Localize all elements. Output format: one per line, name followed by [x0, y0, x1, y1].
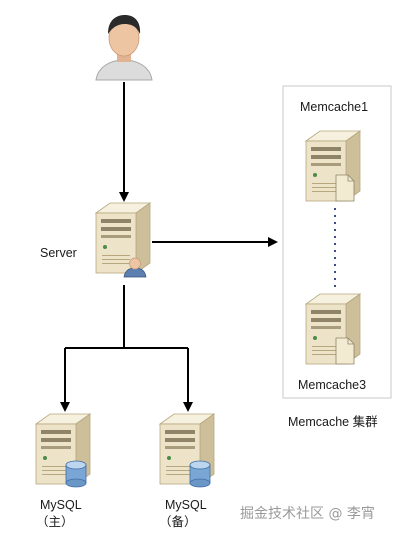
document-icon [335, 337, 355, 365]
mysql-master-label: MySQL [40, 498, 82, 512]
memcache-top-label: Memcache1 [300, 100, 368, 114]
mysql-slave-server-icon [159, 413, 215, 488]
memcache-bottom-server-icon [305, 293, 361, 365]
memcache-cluster-label: Memcache 集群 [288, 414, 378, 429]
user-badge-icon [123, 257, 147, 278]
mysql-master-sublabel: （主） [36, 515, 74, 529]
mysql-master-server-icon [35, 413, 91, 488]
connectors [60, 82, 278, 412]
document-icon [335, 174, 355, 202]
mysql-slave-label: MySQL [165, 498, 207, 512]
server-label: Server [40, 246, 77, 260]
memcache-top-server-icon [305, 130, 361, 202]
memcache-bottom-label: Memcache3 [298, 378, 366, 392]
user-icon [95, 15, 153, 81]
mysql-slave-sublabel: （备） [159, 515, 197, 529]
memcache-cluster-box [282, 85, 392, 399]
database-icon [189, 460, 211, 488]
server-icon [95, 202, 151, 278]
watermark: 掘金技术社区 @ 李宵 [240, 505, 375, 522]
database-icon [65, 460, 87, 488]
